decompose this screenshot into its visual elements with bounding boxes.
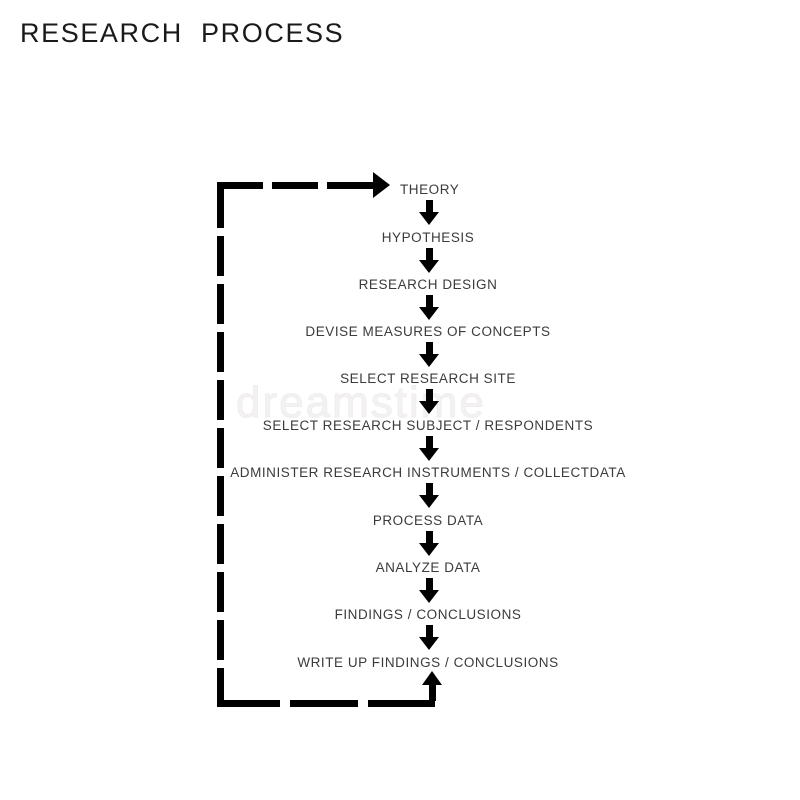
arrow-down-icon — [419, 625, 439, 650]
page-title: RESEARCH PROCESS — [20, 18, 345, 48]
feedback-loop-left-dash-7 — [217, 476, 224, 516]
step-label-process-data: PROCESS DATA — [372, 513, 484, 528]
arrow-right-icon — [373, 172, 390, 198]
arrow-down-icon — [419, 295, 439, 320]
feedback-loop-top-dash-2 — [272, 182, 318, 189]
step-label-theory: THEORY — [400, 182, 460, 197]
feedback-loop-left-dash-1 — [217, 182, 224, 228]
step-label-select-research-site: SELECT RESEARCH SITE — [340, 371, 516, 386]
arrow-down-icon — [419, 436, 439, 461]
arrow-up-icon — [422, 671, 442, 701]
step-label-devise-measures: DEVISE MEASURES OF CONCEPTS — [305, 324, 551, 339]
step-label-hypothesis: HYPOTHESIS — [381, 230, 475, 245]
step-label-administer-instruments: ADMINISTER RESEARCH INSTRUMENTS / COLLEC… — [230, 465, 626, 480]
feedback-loop-bottom-dash-1 — [217, 700, 280, 707]
feedback-loop-left-dash-6 — [217, 428, 224, 468]
step-label-findings-conclusions: FINDINGS / CONCLUSIONS — [334, 607, 522, 622]
feedback-loop-left-dash-2 — [217, 236, 224, 276]
feedback-loop-bottom-dash-2 — [290, 700, 358, 707]
arrow-down-icon — [419, 248, 439, 273]
arrow-down-icon — [419, 389, 439, 414]
arrow-down-icon — [419, 531, 439, 556]
feedback-loop-top-dash-3 — [327, 182, 373, 189]
arrow-down-icon — [419, 578, 439, 603]
arrow-down-icon — [419, 342, 439, 367]
feedback-loop-left-dash-5 — [217, 380, 224, 420]
step-label-select-subjects: SELECT RESEARCH SUBJECT / RESPONDENTS — [262, 418, 594, 433]
arrow-down-icon — [419, 200, 439, 225]
feedback-loop-left-dash-3 — [217, 284, 224, 324]
step-label-write-up-findings: WRITE UP FINDINGS / CONCLUSIONS — [297, 655, 559, 670]
arrow-down-icon — [419, 483, 439, 508]
feedback-loop-left-dash-11 — [217, 668, 224, 707]
feedback-loop-left-dash-10 — [217, 620, 224, 660]
step-label-analyze-data: ANALYZE DATA — [375, 560, 481, 575]
step-label-research-design: RESEARCH DESIGN — [358, 277, 498, 292]
feedback-loop-left-dash-9 — [217, 572, 224, 612]
feedback-loop-top-dash-1 — [217, 182, 263, 189]
feedback-loop-bottom-dash-3 — [368, 700, 435, 707]
feedback-loop-left-dash-8 — [217, 524, 224, 564]
feedback-loop-left-dash-4 — [217, 332, 224, 372]
